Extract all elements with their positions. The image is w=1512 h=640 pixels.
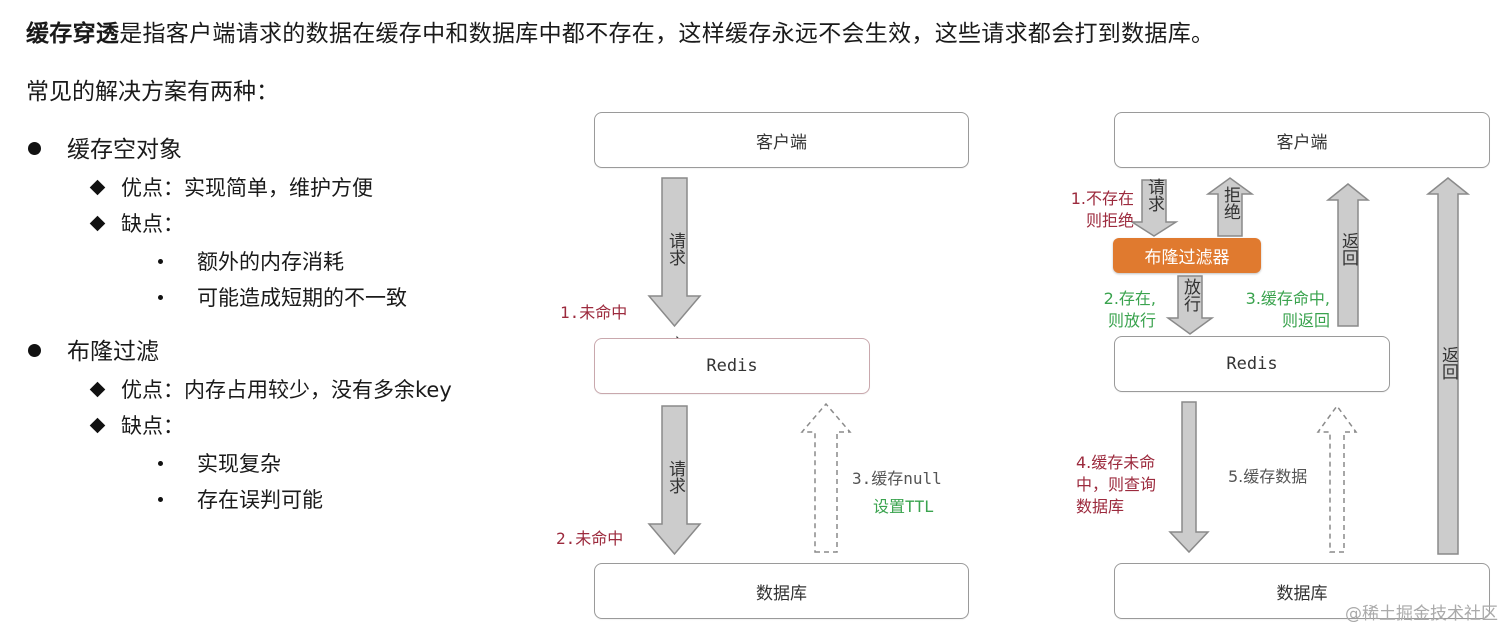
left-request-label-1: 请求 <box>665 232 685 266</box>
left-miss-label-2: 2.未命中 <box>556 529 624 548</box>
right-step4-label: 4.缓存未命 中，则查询 数据库 <box>1076 453 1157 516</box>
solution-1-cons: 缺点： <box>89 208 184 238</box>
bullet-dot-icon <box>28 142 41 155</box>
left-request-label-2: 请求 <box>665 460 685 494</box>
left-miss-label-1: 1.未命中 <box>560 303 628 322</box>
diamond-bullet-icon <box>89 381 106 397</box>
intro-paragraph: 缓存穿透是指客户端请求的数据在缓存中和数据库中都不存在，这样缓存永远不会生效，这… <box>26 14 1214 48</box>
right-step1-label: 1.不存在 则拒绝 <box>1070 189 1134 230</box>
left-redis-box: Redis <box>594 338 870 394</box>
bullet-dot-icon <box>28 344 41 357</box>
right-return-label-1: 返回 <box>1338 232 1358 266</box>
solution-2-pros: 优点：内存占用较少，没有多余key <box>89 374 452 404</box>
right-client-box: 客户端 <box>1114 112 1490 168</box>
right-step5-label: 5.缓存数据 <box>1228 467 1308 486</box>
solution-2-con-item: 存在误判可能 <box>158 484 323 514</box>
right-cache-data-arrow <box>1316 404 1358 553</box>
subtitle: 常见的解决方案有两种： <box>26 79 279 105</box>
left-cache-null-label: 3.缓存null <box>852 469 942 488</box>
right-redis-box: Redis <box>1114 336 1390 392</box>
right-pass-label: 放行 <box>1180 278 1200 312</box>
solution-2-con-item: 实现复杂 <box>158 448 281 478</box>
solution-2-cons: 缺点： <box>89 410 184 440</box>
small-dot-icon <box>158 294 163 300</box>
small-dot-icon <box>158 496 163 502</box>
solution-1-con-item: 可能造成短期的不一致 <box>158 282 407 312</box>
solution-2-title: 布隆过滤 <box>28 332 159 366</box>
right-query-db-arrow <box>1168 401 1210 554</box>
small-dot-icon <box>158 258 163 264</box>
right-step2-label: 2.存在, 则放行 <box>1103 289 1156 330</box>
right-reject-label: 拒绝 <box>1220 186 1240 220</box>
left-client-box: 客户端 <box>594 112 969 168</box>
right-return-label-2: 返回 <box>1438 346 1458 380</box>
small-dot-icon <box>158 460 163 466</box>
left-database-box: 数据库 <box>594 563 969 619</box>
solution-1-con-item: 额外的内存消耗 <box>158 246 344 276</box>
intro-term: 缓存穿透 <box>26 21 120 47</box>
left-cache-null-arrow <box>800 402 852 553</box>
bloom-filter-box: 布隆过滤器 <box>1113 238 1261 273</box>
solution-1-pros: 优点：实现简单，维护方便 <box>89 172 373 202</box>
right-step3-label: 3.缓存命中, 则返回 <box>1245 289 1330 330</box>
left-set-ttl-label: 设置TTL <box>873 497 934 516</box>
right-request-label: 请求 <box>1144 178 1164 212</box>
intro-text: 是指客户端请求的数据在缓存中和数据库中都不存在，这样缓存永远不会生效，这些请求都… <box>119 21 1215 47</box>
solution-1-title: 缓存空对象 <box>28 130 182 164</box>
watermark: @稀土掘金技术社区 <box>1345 604 1498 624</box>
diamond-bullet-icon <box>89 215 106 231</box>
right-database-box: 数据库 <box>1114 563 1490 619</box>
diamond-bullet-icon <box>89 179 106 195</box>
diamond-bullet-icon <box>89 417 106 433</box>
